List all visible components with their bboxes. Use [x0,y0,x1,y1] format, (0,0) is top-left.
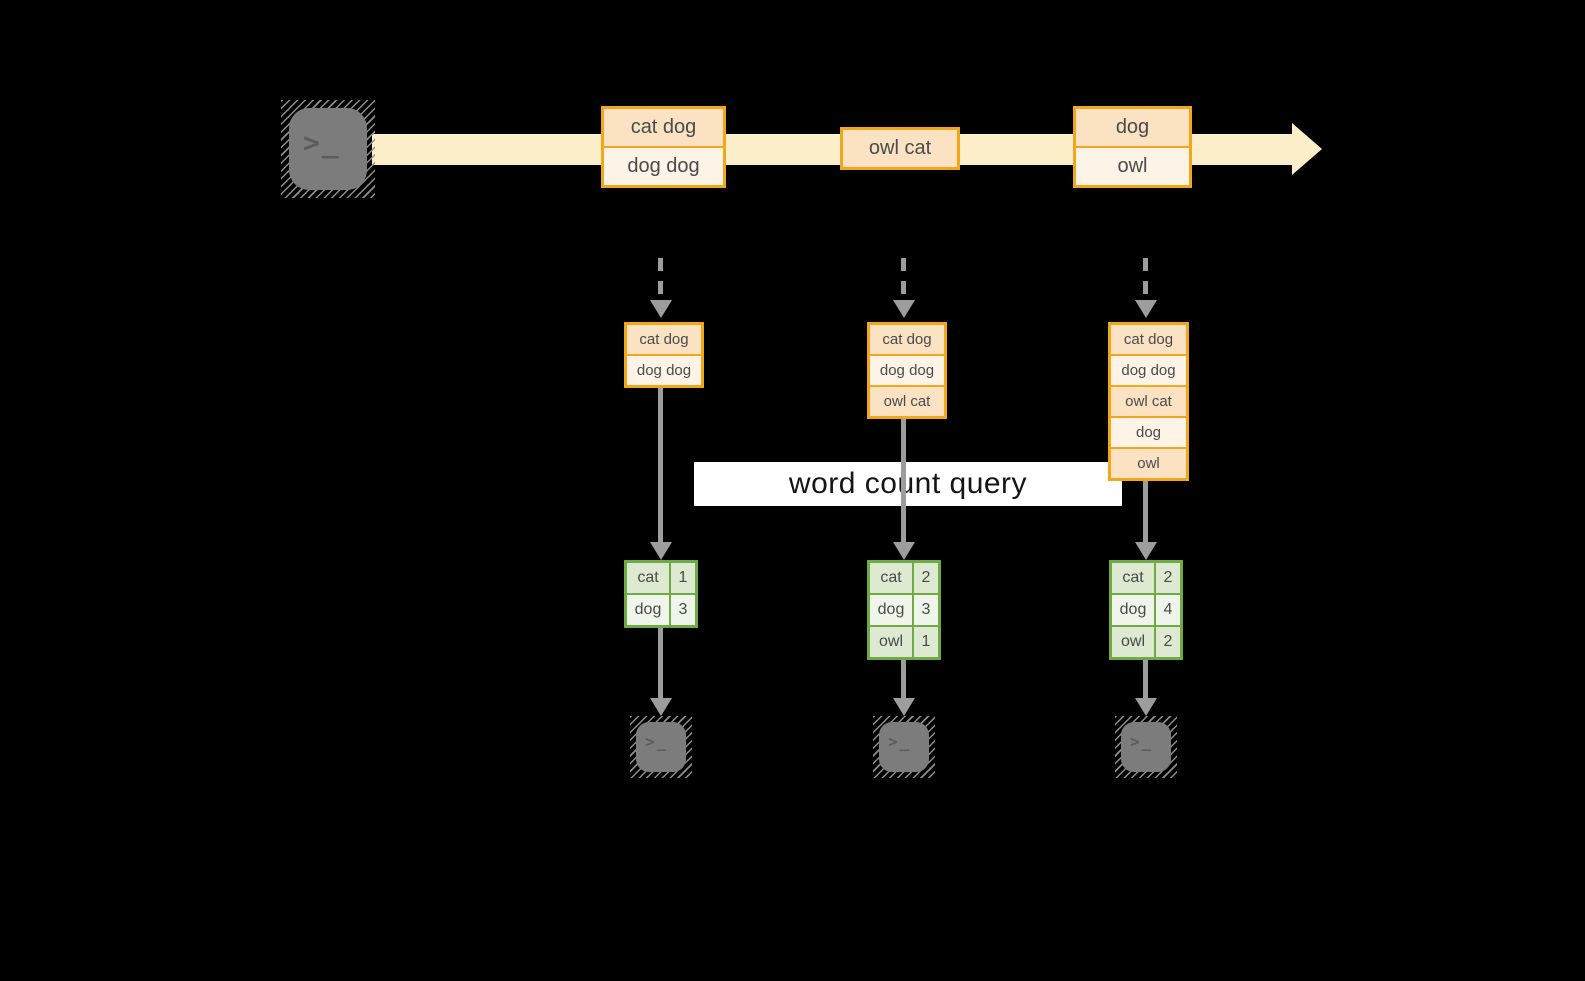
terminal-prompt-icon: >_ [888,732,912,751]
dashed-arrowhead-icon [1135,300,1157,318]
table-row: cat 2 [870,563,938,593]
state-cell: owl cat [870,387,944,416]
result-table-3: cat 2 dog 4 owl 2 [1109,560,1183,660]
query-label: word count query [788,467,1028,500]
arrowhead-icon [893,698,915,716]
event-cell: dog [1076,109,1189,146]
count-cell: 4 [1156,595,1180,625]
count-cell: 3 [914,595,938,625]
count-cell: 2 [1156,563,1180,593]
table-row: dog 3 [627,595,695,625]
dashed-arrowhead-icon [893,300,915,318]
arrowhead-icon [650,698,672,716]
dashed-arrow-line [901,258,906,300]
state-cell: cat dog [627,325,701,354]
stream-event-batch-2: owl cat [840,127,960,170]
word-cell: cat [870,563,912,593]
word-cell: dog [627,595,669,625]
dashed-arrowhead-icon [650,300,672,318]
arrow-line [1143,481,1148,542]
word-cell: owl [870,627,912,657]
count-cell: 3 [671,595,695,625]
word-cell: dog [870,595,912,625]
terminal-prompt-icon: >_ [303,126,341,159]
word-cell: cat [1112,563,1154,593]
dashed-arrow-line [658,258,663,300]
state-cell: dog dog [870,356,944,385]
word-cell: dog [1112,595,1154,625]
state-cell: owl [1111,449,1186,478]
sink-terminal-icon-2: >_ [873,716,935,778]
state-cell: dog dog [627,356,701,385]
arrow-line [901,419,906,542]
arrow-line [658,628,663,698]
event-cell: cat dog [604,109,723,146]
count-cell: 2 [914,563,938,593]
table-row: cat 1 [627,563,695,593]
event-cell: dog dog [604,148,723,185]
arrowhead-icon [1135,542,1157,560]
table-row: cat 2 [1112,563,1180,593]
arrowhead-icon [1135,698,1157,716]
count-cell: 2 [1156,627,1180,657]
table-row: owl 1 [870,627,938,657]
word-cell: cat [627,563,669,593]
state-cell: owl cat [1111,387,1186,416]
arrow-line [658,388,663,542]
word-cell: owl [1112,627,1154,657]
state-cell: dog dog [1111,356,1186,385]
source-terminal-icon: >_ [281,100,375,198]
table-row: dog 3 [870,595,938,625]
terminal-body: >_ [1121,722,1171,772]
sink-terminal-icon-1: >_ [630,716,692,778]
stream-event-batch-3: dog owl [1073,106,1192,188]
state-box-3: cat dog dog dog owl cat dog owl [1108,322,1189,481]
arrow-line [1143,660,1148,698]
arrow-line [901,660,906,698]
state-cell: cat dog [1111,325,1186,354]
state-box-2: cat dog dog dog owl cat [867,322,947,419]
event-cell: owl [1076,148,1189,185]
table-row: owl 2 [1112,627,1180,657]
state-cell: cat dog [870,325,944,354]
dashed-arrow-line [1143,258,1148,300]
count-cell: 1 [914,627,938,657]
count-cell: 1 [671,563,695,593]
terminal-body: >_ [636,722,686,772]
terminal-prompt-icon: >_ [645,732,669,751]
result-table-2: cat 2 dog 3 owl 1 [867,560,941,660]
query-label-box: word count query [694,462,1122,506]
terminal-body: >_ [289,108,367,190]
result-table-1: cat 1 dog 3 [624,560,698,628]
event-cell: owl cat [843,130,957,167]
table-row: dog 4 [1112,595,1180,625]
stream-event-batch-1: cat dog dog dog [601,106,726,188]
terminal-prompt-icon: >_ [1130,732,1154,751]
arrowhead-icon [893,542,915,560]
arrowhead-icon [650,542,672,560]
terminal-body: >_ [879,722,929,772]
stream-arrowhead-icon [1292,123,1322,175]
state-cell: dog [1111,418,1186,447]
sink-terminal-icon-3: >_ [1115,716,1177,778]
state-box-1: cat dog dog dog [624,322,704,388]
